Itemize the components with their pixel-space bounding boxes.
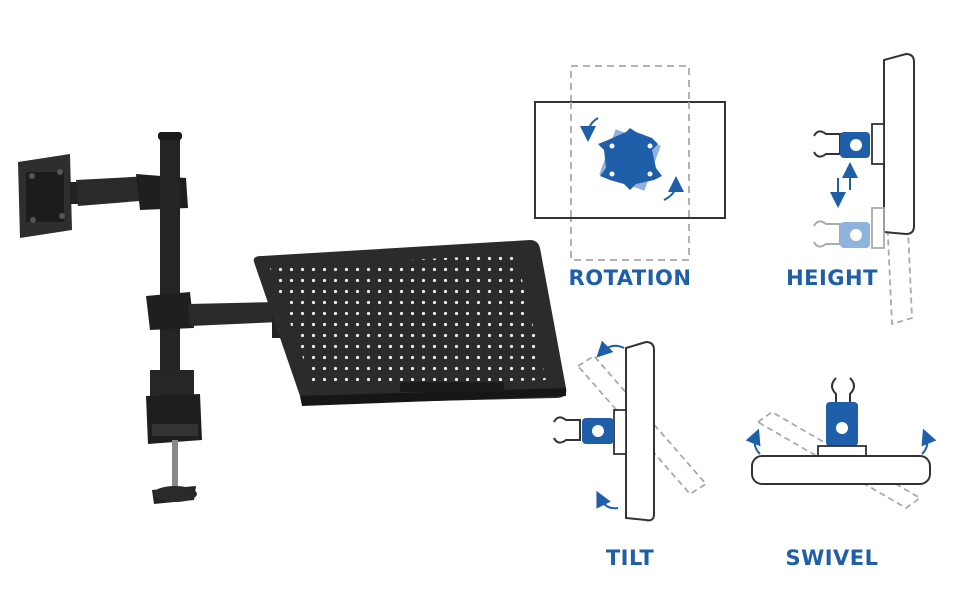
- height-label: HEIGHT: [786, 266, 878, 290]
- curved-arrow-icon: [596, 340, 625, 358]
- curved-arrow-icon: [663, 176, 684, 201]
- tilt-icon: [553, 340, 708, 522]
- height-icon: [813, 52, 915, 326]
- curved-arrow-icon: [580, 117, 599, 142]
- rotation-icon: [534, 65, 726, 261]
- laptop-tray: [253, 240, 567, 406]
- swivel-label: SWIVEL: [785, 546, 879, 570]
- mount-pole: [160, 136, 180, 386]
- tilt-label: TILT: [605, 546, 655, 570]
- rotation-label: ROTATION: [568, 266, 692, 290]
- swivel-icon: [745, 377, 937, 510]
- up-down-arrow-icon: [830, 162, 858, 208]
- vesa-plate: [18, 154, 78, 238]
- monitor-arm-product: [18, 132, 567, 504]
- curved-arrow-icon: [745, 428, 761, 455]
- lower-arm: [146, 292, 284, 338]
- curved-arrow-icon: [596, 490, 619, 510]
- curved-arrow-icon: [921, 428, 937, 455]
- desk-clamp: [146, 370, 202, 504]
